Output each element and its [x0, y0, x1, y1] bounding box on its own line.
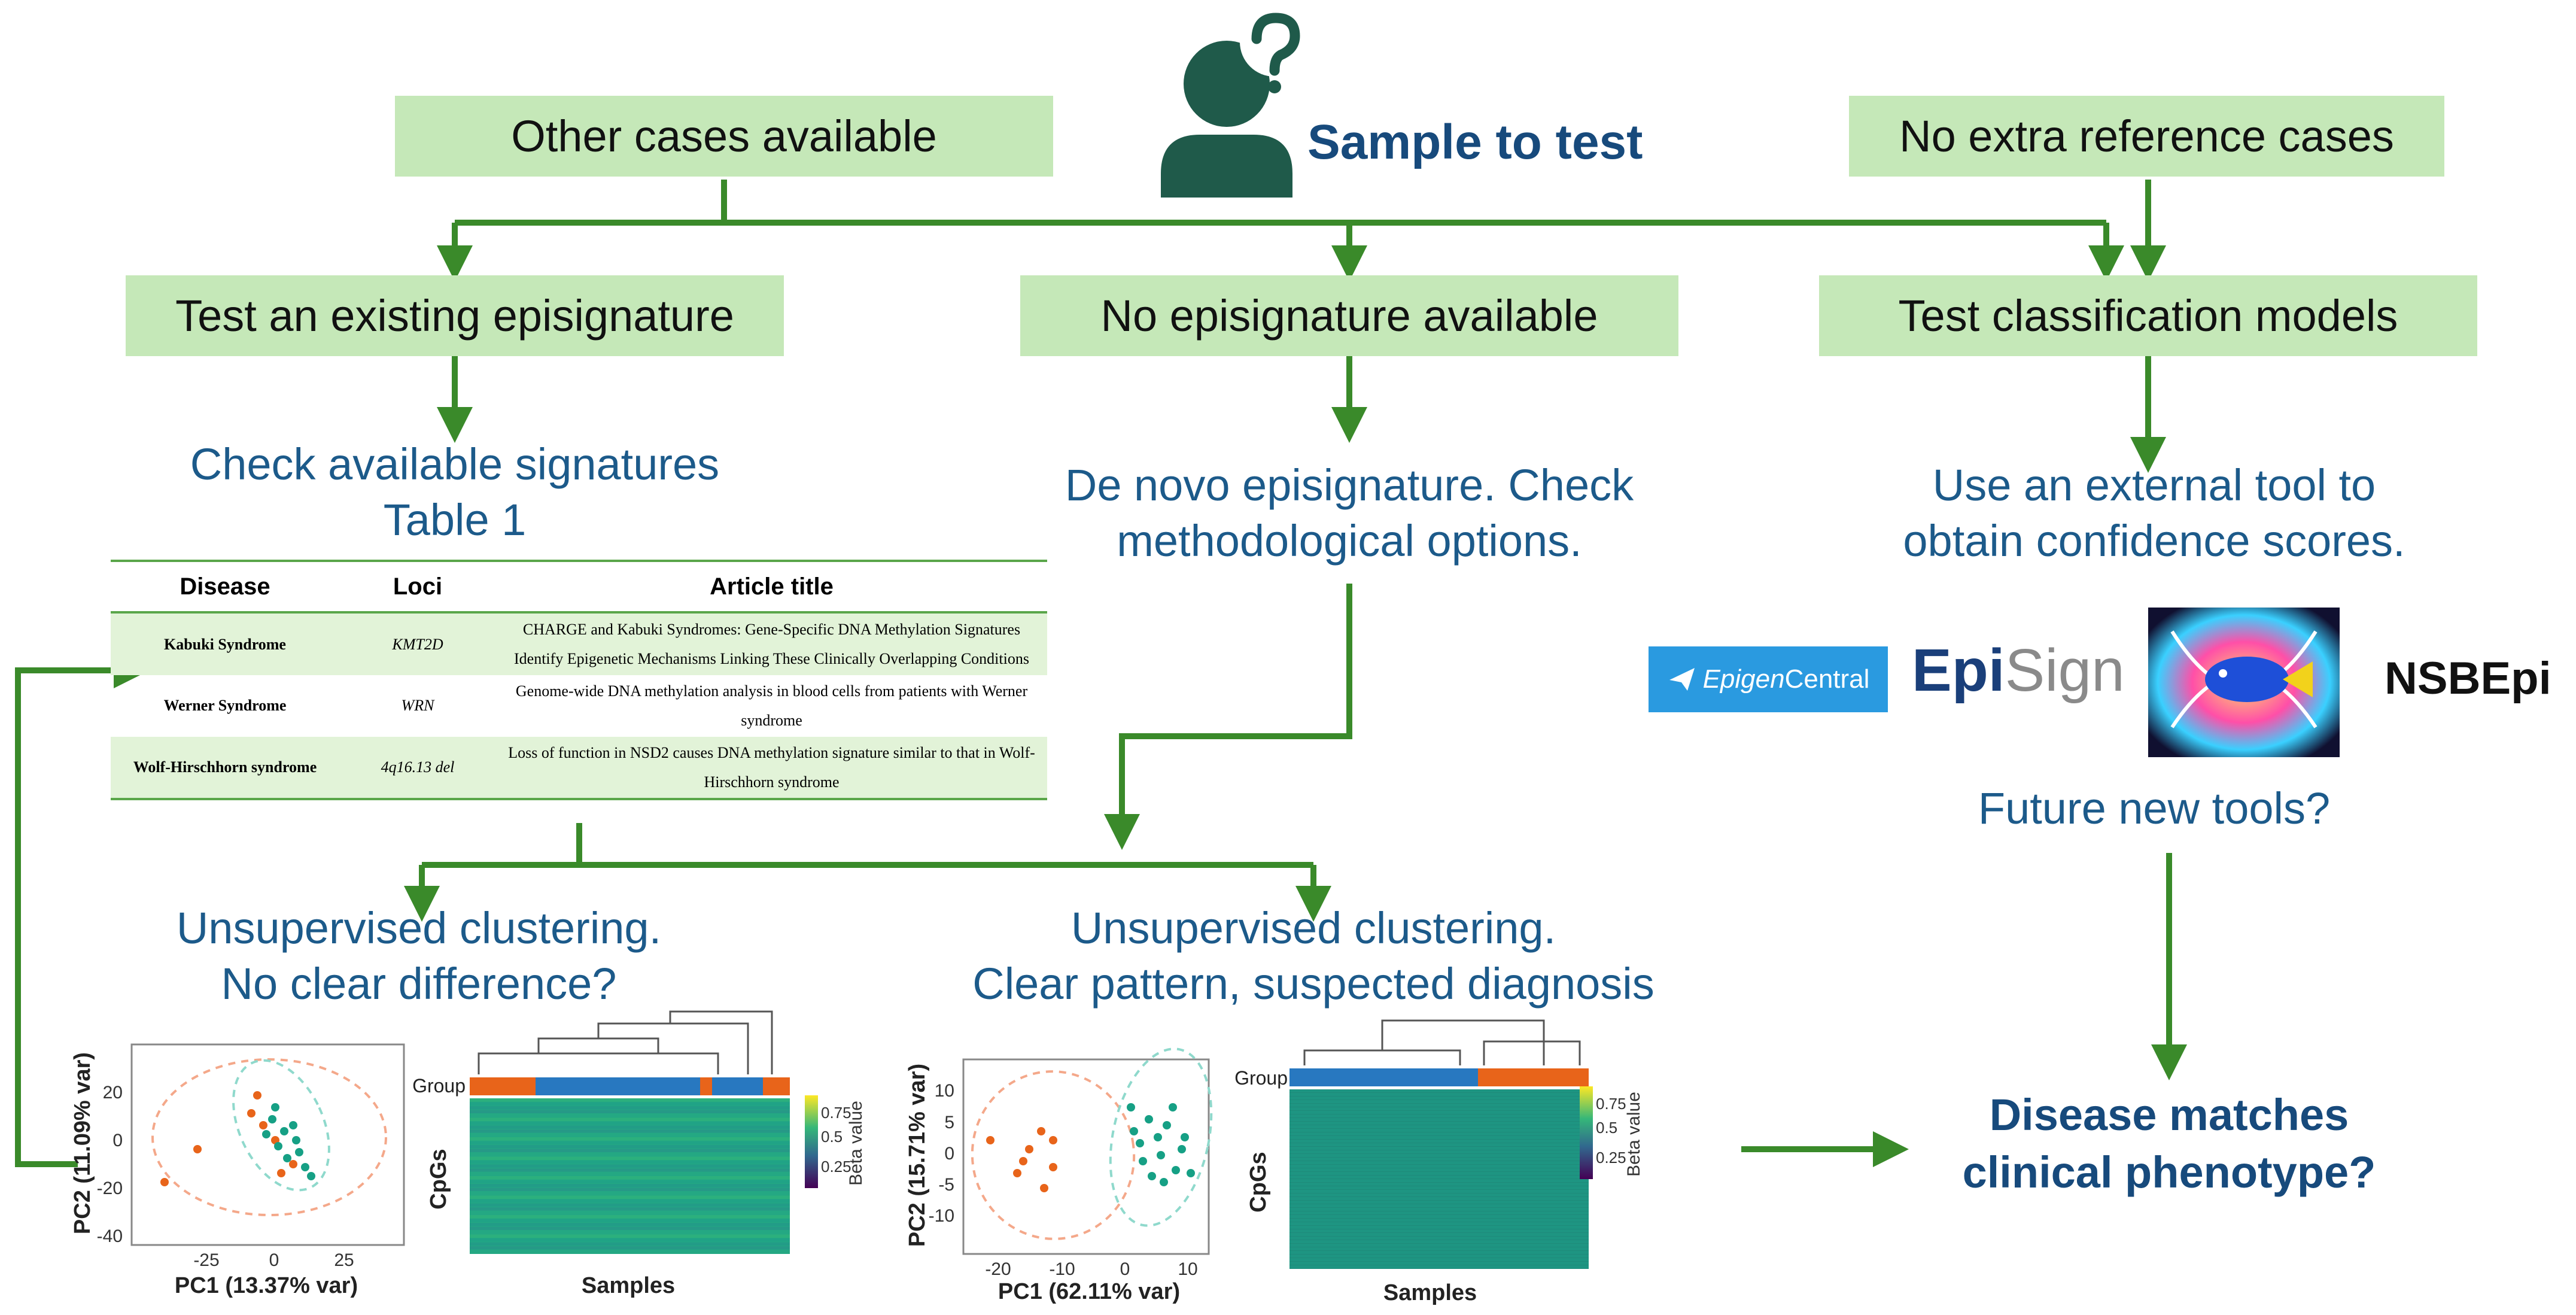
table-cell-title: Loss of function in NSD2 causes DNA meth… [496, 736, 1047, 801]
future-tools-text: Future new tools? [1978, 783, 2331, 833]
table-header-title: Article title [496, 560, 1047, 614]
signatures-table: Disease Loci Article title Kabuki Syndro… [111, 560, 1047, 801]
table-cell-disease: Wolf-Hirschhorn syndrome [111, 736, 339, 801]
de-novo-line1: De novo episignature. Check [1065, 460, 1634, 510]
table-header-disease: Disease [111, 560, 339, 614]
classification-models-label: Test classification models [1898, 291, 2398, 341]
table-ref-line: Table 1 [383, 494, 527, 545]
table-row: Werner Syndrome WRN Genome-wide DNA meth… [111, 675, 1047, 737]
cluster-left-line2: No clear difference? [221, 958, 617, 1009]
table-cell-disease: Werner Syndrome [163, 697, 287, 715]
sample-to-test-label: Sample to test [1307, 115, 1643, 169]
table-cell-disease: Kabuki Syndrome [111, 612, 339, 675]
existing-episignature-label: Test an existing episignature [175, 291, 734, 341]
table-cell-title: CHARGE and Kabuki Syndromes: Gene-Specif… [496, 612, 1047, 675]
epigen-suffix: Central [1784, 664, 1870, 694]
table-cell-loci: 4q16.13 del [339, 736, 496, 801]
de-novo-line2: methodological options. [1117, 515, 1582, 566]
epigen-prefix: Epigen [1702, 664, 1785, 694]
dna-fish-icon [2148, 608, 2340, 757]
episign-sign: Sign [2005, 636, 2125, 704]
table-cell-loci: KMT2D [339, 612, 496, 675]
outcome-line1: Disease matches [1989, 1090, 2349, 1140]
classification-models-box: Test classification models [1819, 275, 2477, 356]
no-episignature-box: No episignature available [1020, 275, 1678, 356]
check-signatures-text: Check available signatures Table 1 [132, 437, 778, 548]
paper-plane-icon [1669, 668, 1695, 691]
table-cell-loci: WRN [401, 697, 434, 715]
cluster-left-text: Unsupervised clustering. No clear differ… [120, 901, 718, 1012]
cluster-right-line2: Clear pattern, suspected diagnosis [972, 958, 1655, 1009]
de-novo-text: De novo episignature. Check methodologic… [990, 458, 1708, 569]
table-cell-title: Genome-wide DNA methylation analysis in … [515, 682, 1028, 730]
nsbepi-logo: NSBEpi [2385, 653, 2551, 704]
episign-epi: Epi [1912, 636, 2005, 704]
external-tool-line1: Use an external tool to [1932, 460, 2376, 510]
no-extra-box: No extra reference cases [1849, 96, 2444, 177]
table-row: Kabuki Syndrome KMT2D CHARGE and Kabuki … [111, 612, 1047, 675]
table-header-loci: Loci [339, 560, 496, 614]
person-question-icon [1155, 6, 1304, 198]
table-row: Wolf-Hirschhorn syndrome 4q16.13 del Los… [111, 736, 1047, 801]
cluster-right-line1: Unsupervised clustering. [1070, 903, 1556, 953]
external-tool-line2: obtain confidence scores. [1903, 515, 2405, 566]
no-episignature-label: No episignature available [1100, 291, 1598, 341]
check-signatures-line1: Check available signatures [190, 439, 720, 489]
cluster-right-text: Unsupervised clustering. Clear pattern, … [930, 901, 1696, 1012]
other-cases-box: Other cases available [395, 96, 1053, 177]
other-cases-label: Other cases available [511, 111, 937, 161]
no-extra-label: No extra reference cases [1899, 111, 2394, 161]
external-tool-text: Use an external tool to obtain confidenc… [1825, 458, 2483, 569]
existing-episignature-box: Test an existing episignature [126, 275, 784, 356]
outcome-line2: clinical phenotype? [1962, 1147, 2376, 1198]
outcome-text: Disease matches clinical phenotype? [1921, 1086, 2417, 1201]
cluster-left-line1: Unsupervised clustering. [176, 903, 662, 953]
